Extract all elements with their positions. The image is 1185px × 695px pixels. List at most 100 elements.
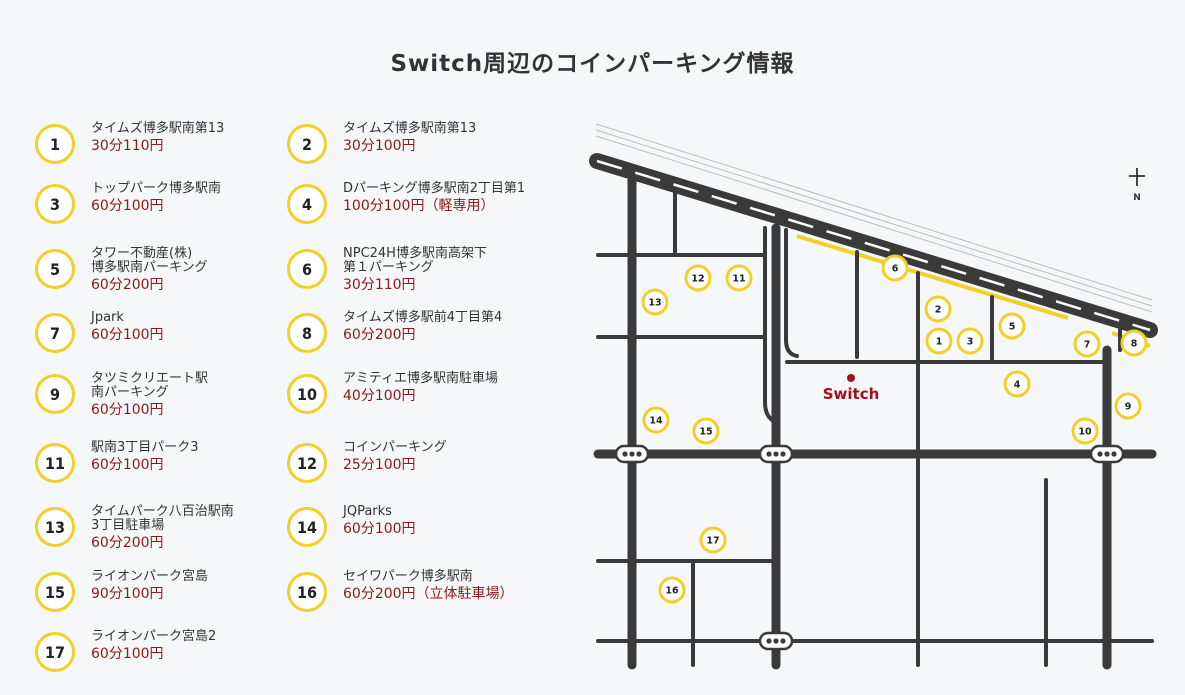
crossings [614, 444, 1125, 651]
parking-name: トップパーク博多駅南 [91, 181, 222, 196]
parking-price: 60分200円（立体駐車場） [343, 586, 514, 602]
parking-number-badge: 15 [35, 572, 75, 612]
parking-name: ライオンパーク宮島 [91, 569, 209, 584]
parking-name: アミティエ博多駅南駐車場 [343, 371, 498, 386]
svg-text:11: 11 [732, 274, 745, 285]
parking-name: タツミクリエート駅 南パーキング [91, 371, 209, 400]
svg-text:16: 16 [665, 586, 679, 597]
parking-price: 90分100円 [91, 586, 164, 602]
parking-price: 60分200円 [343, 327, 416, 343]
parking-name: コインパーキング [343, 440, 447, 455]
map-marker-7: 7 [1073, 330, 1101, 358]
svg-text:N: N [1133, 193, 1141, 203]
parking-number-badge: 3 [35, 184, 75, 224]
svg-text:2: 2 [935, 305, 942, 316]
map-marker-15: 15 [692, 417, 720, 445]
parking-name: NPC24H博多駅南高架下 第１パーキング [343, 246, 487, 275]
parking-entry: 3 トップパーク博多駅南 60分100円 [35, 182, 285, 234]
parking-info: コインパーキング 25分100円 [343, 441, 543, 475]
parking-info: Jpark 60分100円 [91, 311, 291, 345]
svg-text:15: 15 [699, 427, 712, 438]
parking-price: 60分100円 [91, 198, 164, 214]
map-marker-10: 10 [1071, 417, 1099, 445]
parking-number-badge: 10 [287, 374, 327, 414]
svg-text:13: 13 [648, 298, 661, 309]
parking-price: 60分200円 [91, 277, 164, 293]
map-marker-13: 13 [641, 288, 669, 316]
parking-entry: 15 ライオンパーク宮島 90分100円 [35, 570, 285, 622]
map-marker-12: 12 [684, 264, 712, 292]
parking-number-badge: 6 [287, 249, 327, 289]
parking-name: ライオンパーク宮島2 [91, 629, 217, 644]
parking-number-badge: 16 [287, 572, 327, 612]
map-marker-1: 1 [925, 327, 953, 355]
parking-price: 30分110円 [343, 277, 416, 293]
parking-number-badge: 1 [35, 124, 75, 164]
parking-price: 60分200円 [91, 535, 164, 551]
parking-number-badge: 13 [35, 507, 75, 547]
parking-info: NPC24H博多駅南高架下 第１パーキング 30分110円 [343, 247, 543, 295]
parking-name: タイムパーク八百治駅南 3丁目駐車場 [91, 504, 234, 533]
svg-text:7: 7 [1084, 340, 1091, 351]
parking-name: タイムズ博多駅南第13 [343, 121, 477, 136]
parking-info: タイムズ博多駅南第13 30分100円 [343, 122, 543, 156]
railway [589, 123, 1158, 338]
parking-entry: 8 タイムズ博多駅前4丁目第4 60分200円 [287, 311, 537, 363]
parking-info: ライオンパーク宮島 90分100円 [91, 570, 291, 604]
parking-info: アミティエ博多駅南駐車場 40分100円 [343, 372, 543, 406]
store-location: Switch [823, 374, 879, 403]
north-arrow: N [1129, 168, 1145, 203]
parking-number-badge: 2 [287, 124, 327, 164]
parking-price: 60分100円 [343, 521, 416, 537]
map-marker-11: 11 [725, 264, 753, 292]
parking-number-badge: 8 [287, 313, 327, 353]
parking-price: 25分100円 [343, 457, 416, 473]
parking-entry: 10 アミティエ博多駅南駐車場 40分100円 [287, 372, 537, 424]
parking-number-badge: 17 [35, 632, 75, 672]
parking-price: 60分100円 [91, 457, 164, 473]
parking-price: 40分100円 [343, 388, 416, 404]
parking-info: トップパーク博多駅南 60分100円 [91, 182, 291, 216]
parking-price: 60分100円 [91, 646, 164, 662]
parking-entry: 6 NPC24H博多駅南高架下 第１パーキング 30分110円 [287, 247, 537, 299]
map-marker-4: 4 [1003, 370, 1031, 398]
parking-info: タイムパーク八百治駅南 3丁目駐車場 60分200円 [91, 505, 291, 553]
svg-text:6: 6 [892, 264, 899, 275]
parking-entry: 17 ライオンパーク宮島2 60分100円 [35, 630, 285, 682]
svg-text:5: 5 [1009, 322, 1016, 333]
parking-price: 100分100円（軽専用） [343, 198, 495, 214]
map-marker-5: 5 [998, 312, 1026, 340]
parking-name: Jpark [91, 310, 124, 325]
svg-text:8: 8 [1131, 339, 1138, 350]
parking-name: タイムズ博多駅前4丁目第4 [343, 310, 503, 325]
map-marker-16: 16 [658, 576, 686, 604]
parking-name: タイムズ博多駅南第13 [91, 121, 225, 136]
parking-price: 60分100円 [91, 327, 164, 343]
parking-number-badge: 4 [287, 184, 327, 224]
map-marker-3: 3 [956, 327, 984, 355]
map-marker-14: 14 [642, 406, 670, 434]
svg-text:9: 9 [1125, 402, 1132, 413]
svg-text:10: 10 [1078, 427, 1092, 438]
parking-number-badge: 14 [287, 507, 327, 547]
parking-number-badge: 7 [35, 313, 75, 353]
parking-price: 30分100円 [343, 138, 416, 154]
parking-number-badge: 5 [35, 249, 75, 289]
parking-entry: 2 タイムズ博多駅南第13 30分100円 [287, 122, 537, 174]
parking-number-badge: 9 [35, 374, 75, 414]
map-marker-6: 6 [881, 254, 909, 282]
